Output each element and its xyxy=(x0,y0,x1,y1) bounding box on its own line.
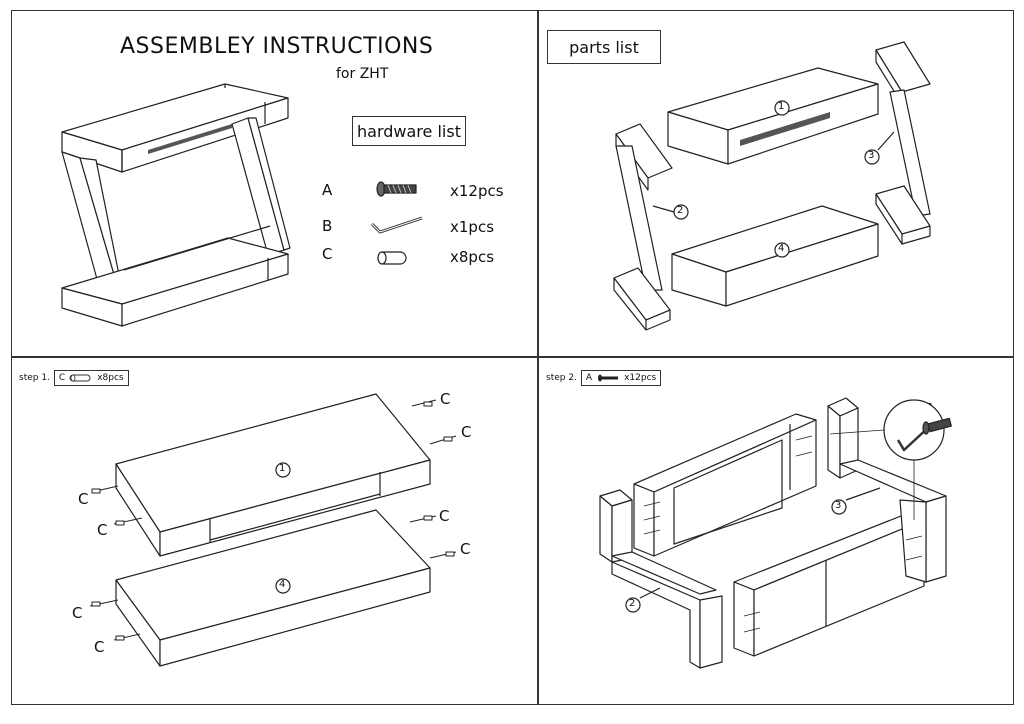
dowel-callout: C xyxy=(72,604,83,622)
part-3-leg xyxy=(875,41,931,245)
step-2-label: step 2. xyxy=(546,373,577,383)
dowel-callout: C xyxy=(440,390,451,408)
hardware-letter-b: B xyxy=(322,217,333,235)
step-1-label-4: 4 xyxy=(279,579,286,590)
screw-icon xyxy=(598,374,619,382)
hardware-qty-b: x1pcs xyxy=(450,218,495,236)
step-2-part-box: A x12pcs xyxy=(580,370,662,386)
dowel-icon xyxy=(377,251,407,265)
part-label-2: 2 xyxy=(677,205,684,216)
step-2-label-3: 3 xyxy=(835,500,842,511)
allen-key-icon xyxy=(370,216,423,234)
step-1-label-1: 1 xyxy=(279,463,286,474)
assembled-table-drawing xyxy=(61,83,291,327)
page-title: ASSEMBLEY INSTRUCTIONS xyxy=(120,34,434,59)
step-2-detail-circle xyxy=(829,399,952,520)
instruction-sheet xyxy=(11,10,1014,705)
hardware-letter-a: A xyxy=(322,181,333,199)
step-2-leg-2 xyxy=(599,489,723,669)
part-1-shelf xyxy=(667,67,879,165)
dowel-callout: C xyxy=(460,540,471,558)
dowel-callout: C xyxy=(78,490,89,508)
step-1-part-box: C x8pcs xyxy=(53,370,129,386)
screw-icon xyxy=(376,181,417,197)
hardware-qty-a: x12pcs xyxy=(450,182,504,200)
part-2-leg xyxy=(613,123,673,331)
step-1-shelf-4 xyxy=(115,509,431,667)
dowel-callout: C xyxy=(439,507,450,525)
step-1-dowels xyxy=(89,399,457,641)
hardware-qty-c: x8pcs xyxy=(450,248,495,266)
step-2-panel-labels xyxy=(625,487,881,613)
step-2-upper-shelf xyxy=(633,413,817,557)
step-2-header: step 2. A x12pcs xyxy=(546,370,662,386)
step-2-lower-shelf xyxy=(733,513,925,657)
dowel-callout: C xyxy=(94,638,105,656)
step-2-part-letter: A xyxy=(585,373,593,383)
step-2-part-qty: x12pcs xyxy=(624,373,657,383)
parts-list-heading: parts list xyxy=(547,30,661,64)
hardware-list-heading: hardware list xyxy=(352,116,466,146)
page-subtitle: for ZHT xyxy=(336,66,389,82)
step-1-label: step 1. xyxy=(19,373,50,383)
part-label-3: 3 xyxy=(868,150,875,161)
step-2-leg-3 xyxy=(827,397,947,583)
horizontal-divider xyxy=(11,356,1014,358)
step-1-shelf-1 xyxy=(115,393,431,557)
step-2-screws xyxy=(643,435,923,633)
vertical-divider xyxy=(537,10,539,705)
step-1-part-letter: C xyxy=(58,373,66,383)
step-2-label-2: 2 xyxy=(629,598,636,609)
step-1-header: step 1. C x8pcs xyxy=(19,370,129,386)
dowel-icon xyxy=(69,374,91,382)
hardware-letter-c: C xyxy=(322,245,333,263)
part-4-shelf xyxy=(671,205,879,307)
dowel-callout: C xyxy=(97,521,108,539)
dowel-callout: C xyxy=(461,423,472,441)
part-label-1: 1 xyxy=(778,101,785,112)
part-label-4: 4 xyxy=(778,243,785,254)
step-1-part-qty: x8pcs xyxy=(97,373,124,383)
